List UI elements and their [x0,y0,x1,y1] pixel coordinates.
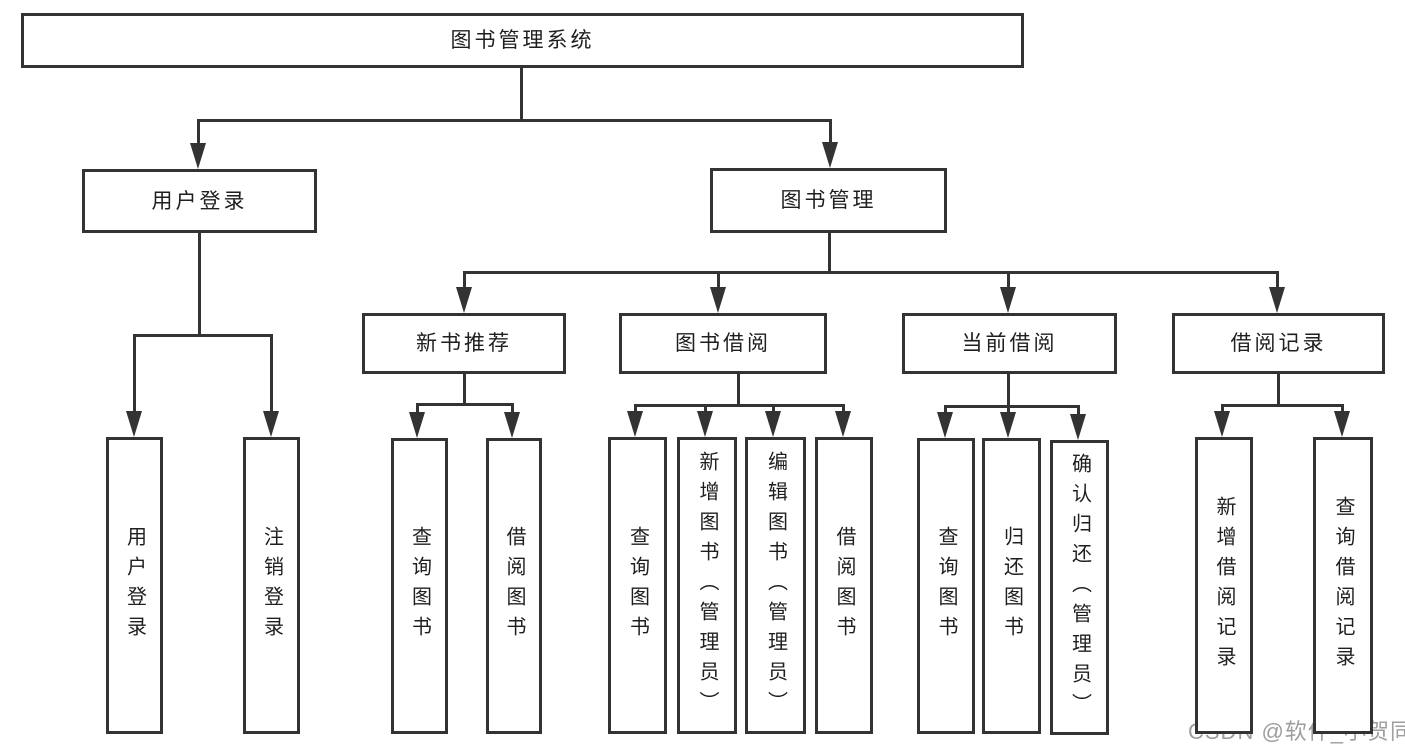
connector-vline [1276,374,1280,405]
node-new-book-recommend: 新书推荐 [362,313,566,374]
node-logout: 注销登录 [243,437,300,734]
arrowhead-icon [1070,414,1086,440]
node-system: 图书管理系统 [21,13,1024,68]
connector-hline [943,404,1080,408]
node-add-borrow-record: 新增借阅记录 [1195,437,1253,734]
arrowhead-icon [1000,412,1016,438]
arrow-shaft [1006,272,1010,295]
arrow-shaft [828,120,832,150]
connector-hline [1220,403,1344,407]
node-user-login-leaf: 用户登录 [106,437,163,734]
arrow-shaft [196,120,200,151]
arrowhead-icon [835,411,851,437]
connector-vline [827,233,831,272]
arrowhead-icon [710,287,726,313]
node-edit-books-admin: 编辑图书（管理员） [745,437,806,734]
node-query-books-2: 查询图书 [608,437,667,734]
node-query-borrow-record: 查询借阅记录 [1313,437,1373,734]
arrow-shaft [269,335,273,419]
connector-vline [462,374,466,404]
arrowhead-icon [697,411,713,437]
connector-hline [415,402,514,406]
node-borrowing-records: 借阅记录 [1172,313,1385,374]
arrowhead-icon [409,412,425,438]
node-confirm-return-admin: 确认归还（管理员） [1050,440,1109,735]
arrow-shaft [716,272,720,295]
connector-vline [197,233,201,335]
node-book-borrowing: 图书借阅 [619,313,827,374]
arrowhead-icon [1269,287,1285,313]
arrow-shaft [462,272,466,295]
arrowhead-icon [937,412,953,438]
connector-vline [519,68,523,120]
node-add-books-admin: 新增图书（管理员） [677,437,737,734]
arrowhead-icon [190,143,206,169]
node-borrow-books-1: 借阅图书 [486,438,542,734]
connector-vline [1006,374,1010,406]
node-user-login: 用户登录 [82,169,317,233]
connector-hline [132,333,273,337]
node-current-borrowing: 当前借阅 [902,313,1117,374]
connector-hline [462,270,1279,274]
arrowhead-icon [456,287,472,313]
arrowhead-icon [126,411,142,437]
connector-vline [736,374,740,405]
node-return-books: 归还图书 [982,438,1041,734]
connector-hline [633,403,845,407]
arrow-shaft [1275,272,1279,295]
node-borrow-books-2: 借阅图书 [815,437,873,734]
node-query-books-1: 查询图书 [391,438,448,734]
arrowhead-icon [1334,411,1350,437]
node-query-books-3: 查询图书 [917,438,975,734]
arrowhead-icon [504,412,520,438]
arrowhead-icon [263,411,279,437]
arrowhead-icon [1214,411,1230,437]
arrowhead-icon [627,411,643,437]
arrowhead-icon [765,411,781,437]
connector-hline [196,118,832,122]
arrowhead-icon [1000,287,1016,313]
arrowhead-icon [822,142,838,168]
node-book-management: 图书管理 [710,168,947,233]
arrow-shaft [132,335,136,419]
